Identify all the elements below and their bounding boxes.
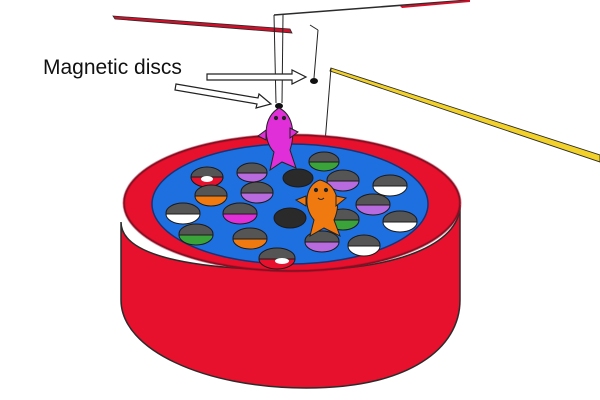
fish-hole [273,207,307,229]
fish-holes [165,151,418,270]
fish-icon [257,107,299,172]
dark-rod [273,0,471,16]
magnetic-discs [275,78,318,109]
arrow-to-right-disc [206,69,308,85]
fish-hole [282,168,314,188]
red-rod-tip [400,0,470,8]
fish-hole [232,227,268,250]
fish-hole [222,202,258,225]
fish-hole [308,151,340,172]
arrow-to-left-disc [174,83,273,109]
fish-hole [194,184,228,207]
fishing-rods [112,0,600,163]
fish-hole [165,202,201,225]
fish-hole [236,162,268,183]
fish-hole [355,193,391,216]
arrow-icon [174,69,308,109]
fish-hole [190,166,224,188]
yellow-rod [329,67,600,163]
fish-hole [304,230,340,253]
magnet-disc-icon [275,103,283,109]
magnetic-discs-label: Magnetic discs [43,56,182,79]
fish-hole [240,181,274,204]
fish-hole [178,223,214,246]
magnet-disc-icon [310,78,318,84]
fish-hole [372,174,408,197]
orange-fish [306,179,341,238]
fish-hole [258,247,296,270]
fish-icon [294,179,348,238]
pink-fish [265,107,297,172]
red-rod [112,15,293,34]
fish-hole [382,210,418,233]
fish-hole [347,234,381,257]
